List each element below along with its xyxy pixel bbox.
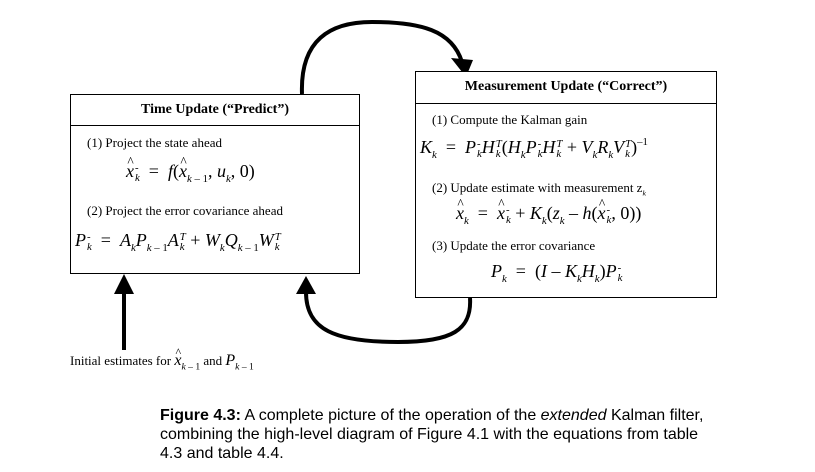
caption-emphasis: extended [540, 407, 607, 424]
time-update-box: Time Update (“Predict”) (1) Project the … [70, 94, 360, 274]
measurement-update-step2-text: (2) Update estimate with measurement z [432, 180, 643, 195]
time-update-title: Time Update (“Predict”) [140, 102, 289, 117]
measurement-update-step3: (3) Update the error covariance [432, 238, 596, 253]
measurement-update-step1: (1) Compute the Kalman gain [432, 112, 588, 127]
initial-estimates-prefix: Initial estimates for [70, 353, 172, 368]
time-update-divider [71, 125, 359, 126]
measurement-update-divider [416, 103, 716, 104]
correct-to-predict-arrow [304, 291, 473, 345]
initial-estimates-label: Initial estimates for xk – 1 and Pk – 1 [70, 345, 254, 372]
correct-to-predict-arrowhead [296, 276, 316, 294]
state-update-equation: xk = x-k + Kk(zk – h(x-k, 0)) [456, 196, 641, 227]
caption-label: Figure 4.3: [160, 407, 241, 424]
initial-estimates-and: and [203, 353, 223, 368]
initial-estimate-arrowhead [114, 274, 134, 294]
time-update-step2: (2) Project the error covariance ahead [87, 203, 283, 218]
predict-to-correct-arrow [299, 19, 464, 95]
covariance-update-equation: Pk = (I – KkHk)P-k [491, 261, 623, 285]
measurement-update-step2-sub: k [642, 188, 646, 198]
state-projection-equation: x-k = f(xk – 1, uk, 0) [126, 154, 255, 185]
time-update-step1: (1) Project the state ahead [87, 135, 222, 150]
measurement-update-step2: (2) Update estimate with measurement zk [432, 180, 646, 198]
caption-text-2: Kalman filter, combining the high-level … [160, 407, 704, 462]
measurement-update-title: Measurement Update (“Correct”) [464, 79, 668, 94]
measurement-update-box: Measurement Update (“Correct”) (1) Compu… [415, 71, 717, 298]
figure-caption: Figure 4.3: A complete picture of the op… [160, 406, 705, 463]
caption-text-1: A complete picture of the operation of t… [240, 407, 541, 424]
